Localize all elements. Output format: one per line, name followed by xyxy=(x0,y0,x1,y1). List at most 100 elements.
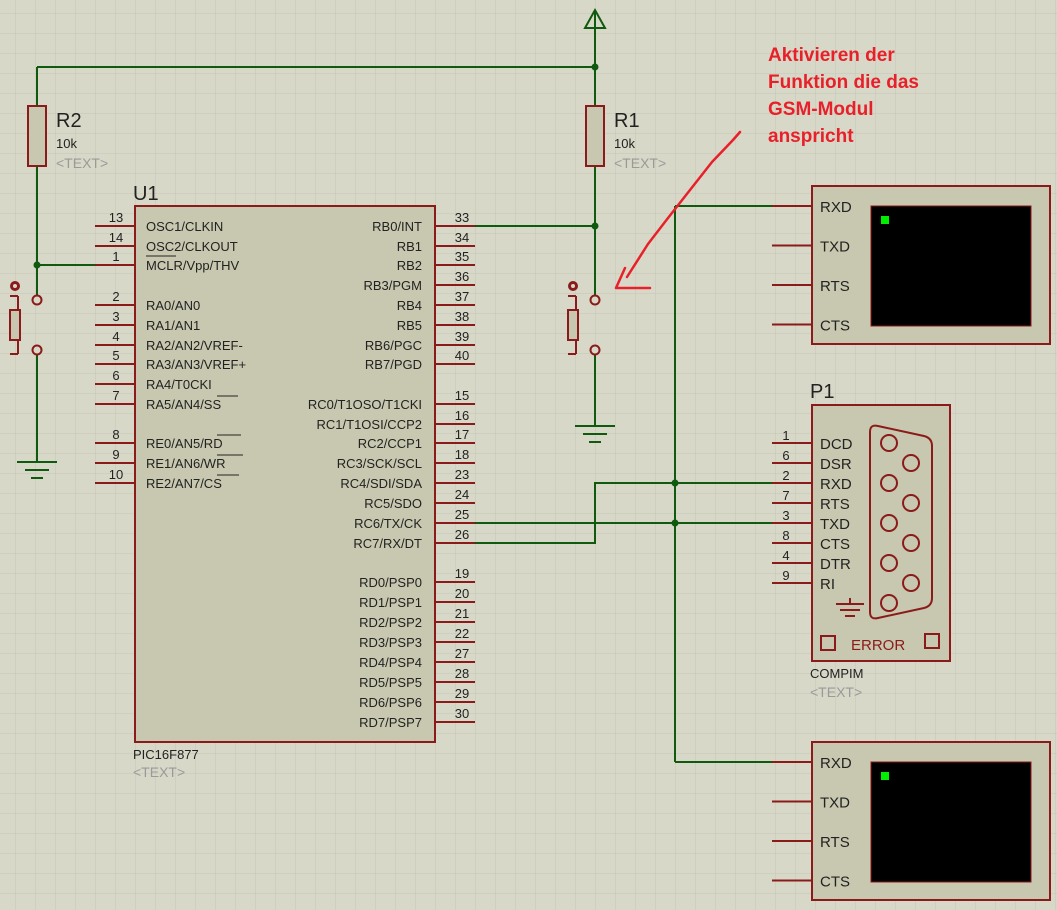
pin-label: RA0/AN0 xyxy=(146,298,200,313)
pin-label: RB2 xyxy=(397,258,422,273)
pin-number: 13 xyxy=(109,210,123,225)
pin-label: CTS xyxy=(820,874,850,891)
resistor-r2[interactable]: R2 10k <TEXT> xyxy=(27,105,108,171)
terminal-pin[interactable]: TXD xyxy=(772,795,850,812)
pin-label: RC7/RX/DT xyxy=(353,536,422,551)
pin-number: 15 xyxy=(455,388,469,403)
p1-part: COMPIM xyxy=(810,666,863,681)
terminal-led-icon xyxy=(881,216,889,224)
pin-label: RA3/AN3/VREF+ xyxy=(146,357,246,372)
pin-label: RC4/SDI/SDA xyxy=(340,476,422,491)
terminal-pin[interactable]: TXD xyxy=(772,239,850,256)
resistor-r1[interactable]: R1 10k <TEXT> xyxy=(585,105,666,171)
pin-label: TXD xyxy=(820,795,850,812)
pin-label: CTS xyxy=(820,318,850,335)
p1-ref: P1 xyxy=(810,381,834,403)
terminal-pin[interactable]: RXD xyxy=(772,755,852,772)
terminal-pin[interactable]: CTS xyxy=(772,874,850,891)
pin-label: TXD xyxy=(820,516,850,533)
terminal-bottom-pins: RXD TXD RTS CTS xyxy=(772,755,852,891)
pin-label: RI xyxy=(820,576,835,593)
p1-pin[interactable]: 9RI xyxy=(772,568,835,593)
u1-text-placeholder: <TEXT> xyxy=(133,764,185,780)
pin-label: RB7/PGD xyxy=(365,357,422,372)
pin-label: RD1/PSP1 xyxy=(359,595,422,610)
pin-label: RD4/PSP4 xyxy=(359,655,422,670)
pin-number: 9 xyxy=(782,568,789,583)
pin-number: 26 xyxy=(455,527,469,542)
push-button-gsm[interactable] xyxy=(567,281,601,356)
terminal-pin[interactable]: RXD xyxy=(772,199,852,216)
r2-ref: R2 xyxy=(56,110,82,132)
pin-number: 17 xyxy=(455,427,469,442)
pin-number: 6 xyxy=(112,368,119,383)
pin-label: RB4 xyxy=(397,298,422,313)
terminal-pin[interactable]: RTS xyxy=(772,834,850,851)
pin-number: 4 xyxy=(112,329,119,344)
pin-label: RTS xyxy=(820,834,850,851)
ground-icon xyxy=(17,461,57,479)
terminal-pin[interactable]: RTS xyxy=(772,278,850,295)
pin-label: RE1/AN6/WR xyxy=(146,456,225,471)
u1-part: PIC16F877 xyxy=(133,747,199,762)
pin-label: RD0/PSP0 xyxy=(359,575,422,590)
pin-number: 4 xyxy=(782,548,789,563)
pin-number: 9 xyxy=(112,447,119,462)
virtual-terminal-top[interactable]: RXD TXD RTS CTS xyxy=(772,185,1051,345)
terminal-screen xyxy=(870,761,1032,883)
terminal-pin[interactable]: CTS xyxy=(772,318,850,335)
pin-number: 24 xyxy=(455,487,469,502)
push-button-reset[interactable] xyxy=(9,281,43,356)
pin-label: RB6/PGC xyxy=(365,338,422,353)
microcontroller-u1[interactable]: U1 PIC16F877 <TEXT> 13OSC1/CLKIN14OSC2/C… xyxy=(95,183,475,780)
pin-number: 23 xyxy=(455,467,469,482)
virtual-terminal-bottom[interactable]: RXD TXD RTS CTS xyxy=(772,741,1051,901)
pin-label: RA2/AN2/VREF- xyxy=(146,338,243,353)
